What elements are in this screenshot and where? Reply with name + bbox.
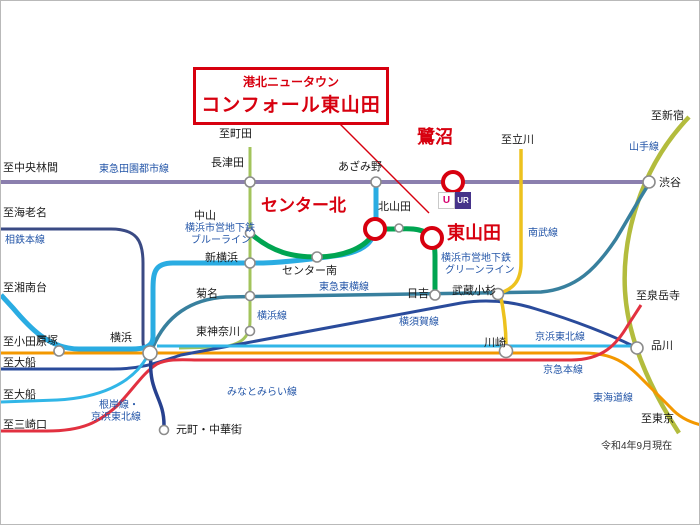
station-marker-hiyoshi (429, 289, 441, 301)
highlight-marker-center-kita (363, 217, 387, 241)
dest-ebina: 至海老名 (3, 207, 47, 219)
station-marker-yokohama (142, 345, 158, 361)
station-label-center-minami: センター南 (282, 265, 337, 277)
station-label-kita-yamata: 北山田 (378, 201, 411, 213)
dest-misakiguchi: 至三崎口 (3, 419, 47, 431)
station-label-kawasaki: 川崎 (484, 337, 506, 349)
line-label-blue-line-2: ブルーライン (191, 235, 251, 246)
dest-ofuna-2: 至大船 (3, 389, 36, 401)
station-label-azamino: あざみ野 (338, 161, 382, 173)
ur-badge: U UR (438, 192, 471, 209)
highlight-label-center-kita: センター北 (261, 196, 346, 215)
line-toyoko (151, 182, 651, 348)
dest-sengakuji: 至泉岳寺 (636, 290, 680, 302)
station-label-nagatsuta: 長津田 (211, 157, 244, 169)
station-label-motomachi: 元町・中華街 (176, 424, 242, 436)
station-marker-azamino (370, 176, 382, 188)
callout-subtitle: 港北ニュータウン (242, 75, 339, 89)
station-marker-nagatsuta (244, 176, 256, 188)
station-marker-nakayama (244, 227, 256, 239)
line-label-minatomirai: みなとみらい線 (227, 387, 297, 398)
date-note: 令和4年9月現在 (601, 441, 673, 452)
station-marker-higashi-kanagawa (244, 325, 256, 337)
dest-chuo-rinkan: 至中央林間 (3, 162, 58, 174)
callout-box: 港北ニュータウン コンフォール東山田 (193, 67, 389, 125)
line-label-tokaido: 東海道線 (593, 393, 633, 404)
dest-shinjuku: 至新宿 (651, 110, 684, 122)
station-label-yokohama: 横浜 (110, 332, 132, 344)
station-marker-totsuka (53, 345, 65, 357)
line-yamanote (622, 115, 691, 435)
line-label-yamanote: 山手線 (629, 142, 659, 153)
line-label-green-line-1: 横浜市営地下鉄 (441, 253, 511, 264)
station-marker-motomachi (158, 424, 170, 436)
line-negishi (1, 356, 149, 404)
line-yokosuka (1, 299, 634, 371)
line-label-yokosuka: 横須賀線 (399, 317, 439, 328)
line-label-nambu: 南武線 (528, 228, 558, 239)
dest-shonandai: 至湘南台 (3, 282, 47, 294)
line-label-blue-line-1: 横浜市営地下鉄 (185, 223, 255, 234)
callout-title: コンフォール東山田 (201, 95, 381, 116)
line-minatomirai (148, 355, 166, 426)
highlight-marker-higashi-yamata (420, 226, 444, 250)
dest-tokyo: 至東京 (641, 413, 674, 425)
callout-pointer-line (328, 112, 430, 214)
line-yokohama-line (178, 147, 252, 350)
highlight-marker-saginuma (441, 170, 465, 194)
station-marker-shin-yokohama (244, 257, 256, 269)
station-label-hiyoshi: 日吉 (407, 288, 429, 300)
line-label-green-line-2: グリーンライン (445, 265, 515, 276)
line-label-keihin-tohoku: 京浜東北線 (535, 332, 585, 343)
line-label-sotetsu: 相鉄本線 (5, 235, 45, 246)
station-marker-kita-yamata (394, 223, 404, 233)
line-label-negishi-1: 根岸線・ (99, 400, 139, 411)
line-label-toyoko: 東急東横線 (319, 282, 369, 293)
station-label-shin-yokohama: 新横浜 (205, 252, 238, 264)
station-marker-kikuna (244, 290, 256, 302)
highlight-label-saginuma: 鷺沼 (417, 127, 453, 147)
station-marker-center-minami (311, 251, 323, 263)
station-marker-kawasaki (498, 343, 514, 359)
station-label-musashi-kosugi: 武蔵小杉 (452, 285, 496, 297)
line-keikyu (1, 304, 643, 433)
ur-logo-icon: U (438, 192, 455, 209)
station-marker-musashi-kosugi (491, 287, 505, 301)
dest-machida: 至町田 (219, 128, 252, 140)
line-nambu (497, 149, 523, 347)
highlight-label-higashi-yamata: 東山田 (447, 223, 501, 243)
station-label-higashi-kanagawa: 東神奈川 (196, 326, 240, 338)
dest-tachikawa: 至立川 (501, 134, 534, 146)
station-marker-shinagawa (630, 341, 644, 355)
station-label-shinagawa: 品川 (651, 340, 673, 352)
line-label-yokohama-line: 横浜線 (257, 311, 287, 322)
station-label-kikuna: 菊名 (196, 288, 218, 300)
dest-odawara: 至小田原 (3, 336, 47, 348)
line-label-keikyu: 京急本線 (543, 365, 583, 376)
ur-logo-text: UR (455, 192, 471, 209)
station-marker-shibuya (642, 175, 656, 189)
line-label-denentoshi: 東急田園都市線 (99, 164, 169, 175)
station-label-shibuya: 渋谷 (659, 177, 681, 189)
dest-ofuna-1: 至大船 (3, 357, 36, 369)
station-label-nakayama: 中山 (194, 210, 216, 222)
station-label-totsuka: 戸塚 (36, 335, 58, 347)
line-label-negishi-2: 京浜東北線 (91, 412, 141, 423)
